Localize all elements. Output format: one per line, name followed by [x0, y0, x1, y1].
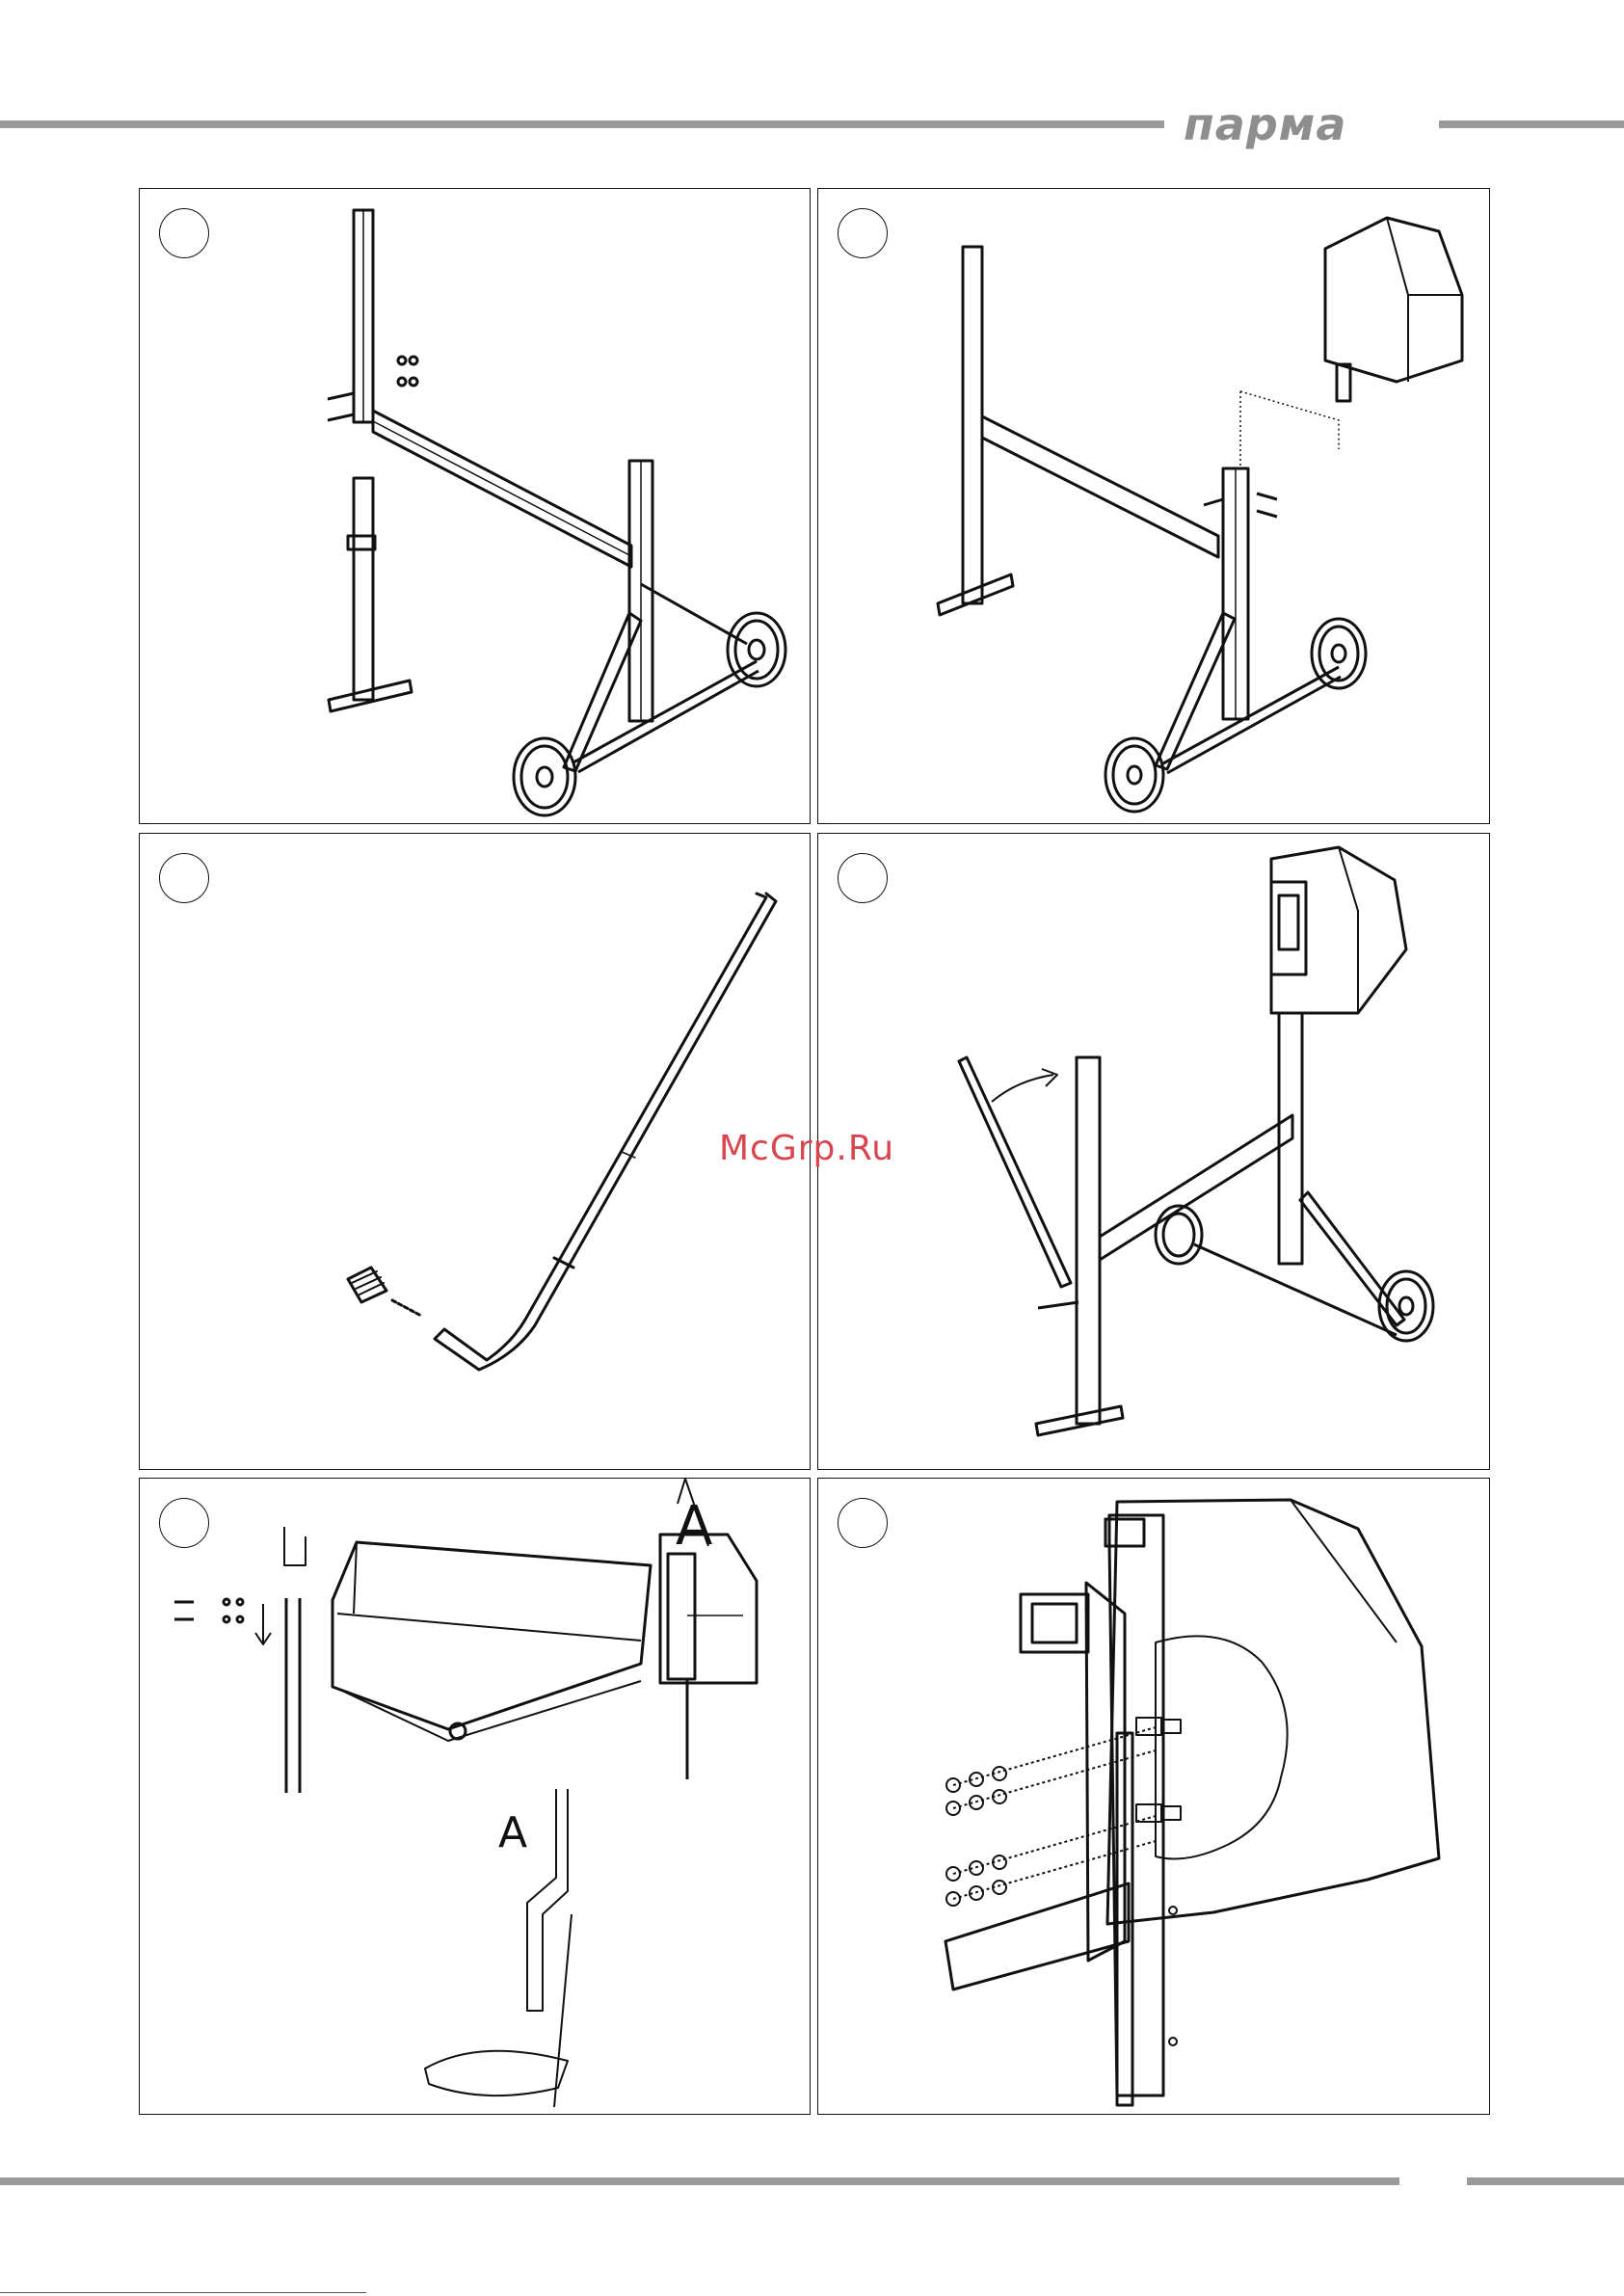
- handle-lever-illustration: [140, 834, 812, 1471]
- drum-bolting-illustration: [818, 1479, 1491, 2116]
- drum-attachment-illustration: [140, 1479, 812, 2116]
- panel-step-3: [139, 833, 811, 1470]
- panel-step-6: [817, 1478, 1490, 2115]
- watermark-text: McGrp.Ru: [719, 1126, 931, 1172]
- panel-step-5: A A: [139, 1478, 811, 2115]
- bottom-edge-rule: [0, 2292, 366, 2293]
- brand-logo: парма: [1184, 100, 1424, 148]
- footer-rule-right: [1467, 2177, 1624, 2185]
- panel-step-1: [139, 188, 811, 824]
- footer-rule-left: [0, 2177, 1399, 2185]
- header-rule-right: [1439, 120, 1624, 128]
- header-rule-left: [0, 120, 1164, 128]
- panel-step-2: [817, 188, 1490, 824]
- motor-housing-mounting-illustration: [818, 189, 1491, 825]
- frame-with-wheels-illustration: [140, 189, 812, 825]
